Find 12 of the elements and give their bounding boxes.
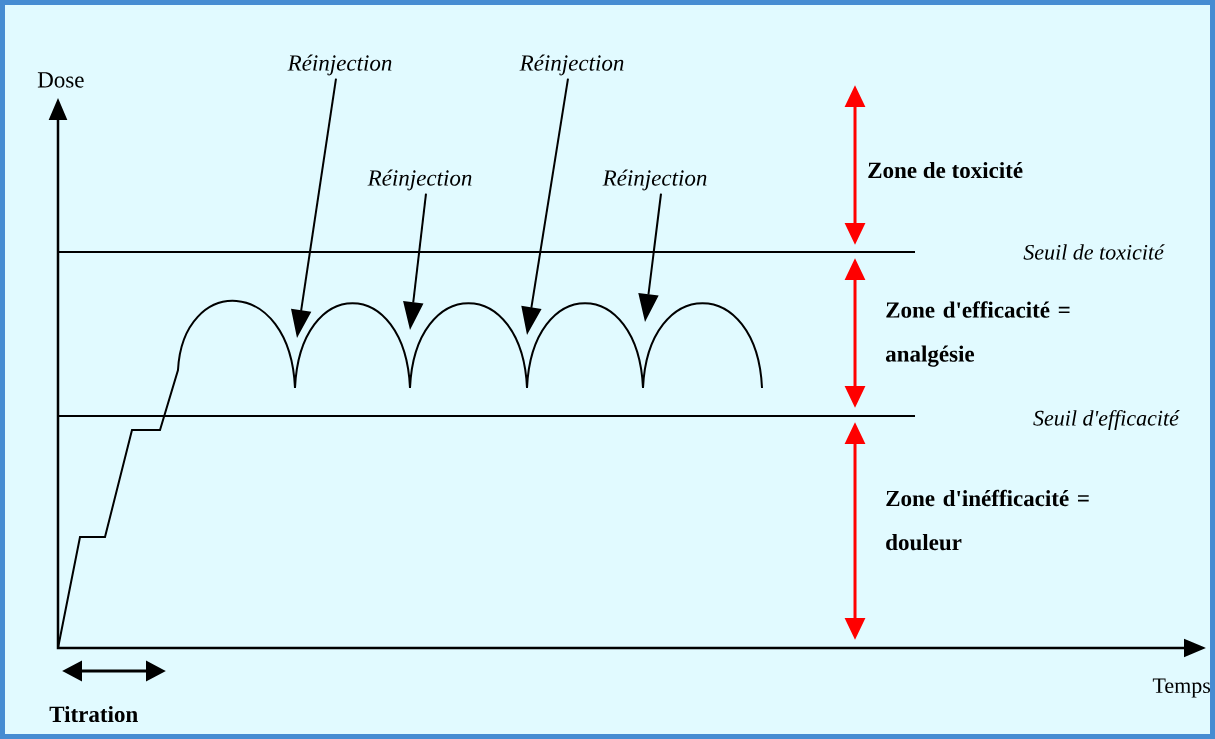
zone-label: Zone d'inéfficacité = douleur [886,489,1089,551]
axis-label: Dose [37,72,84,88]
reinjection-label: Réinjection [519,54,624,76]
zone-label: Zone d'efficacité = analgésie [885,301,1070,367]
zone-label: Zone de toxicité [868,161,1023,179]
reinjection-label: Réinjection [287,54,392,76]
reinjection-label: Réinjection [367,169,472,191]
reinjection-label: Réinjection [602,169,707,191]
threshold-label: Seuil de toxicité [1023,244,1165,260]
axis-label: Temps [1152,678,1211,698]
threshold-label: Seuil d'efficacité [1033,409,1180,431]
dimension-label: Titration [49,705,138,723]
